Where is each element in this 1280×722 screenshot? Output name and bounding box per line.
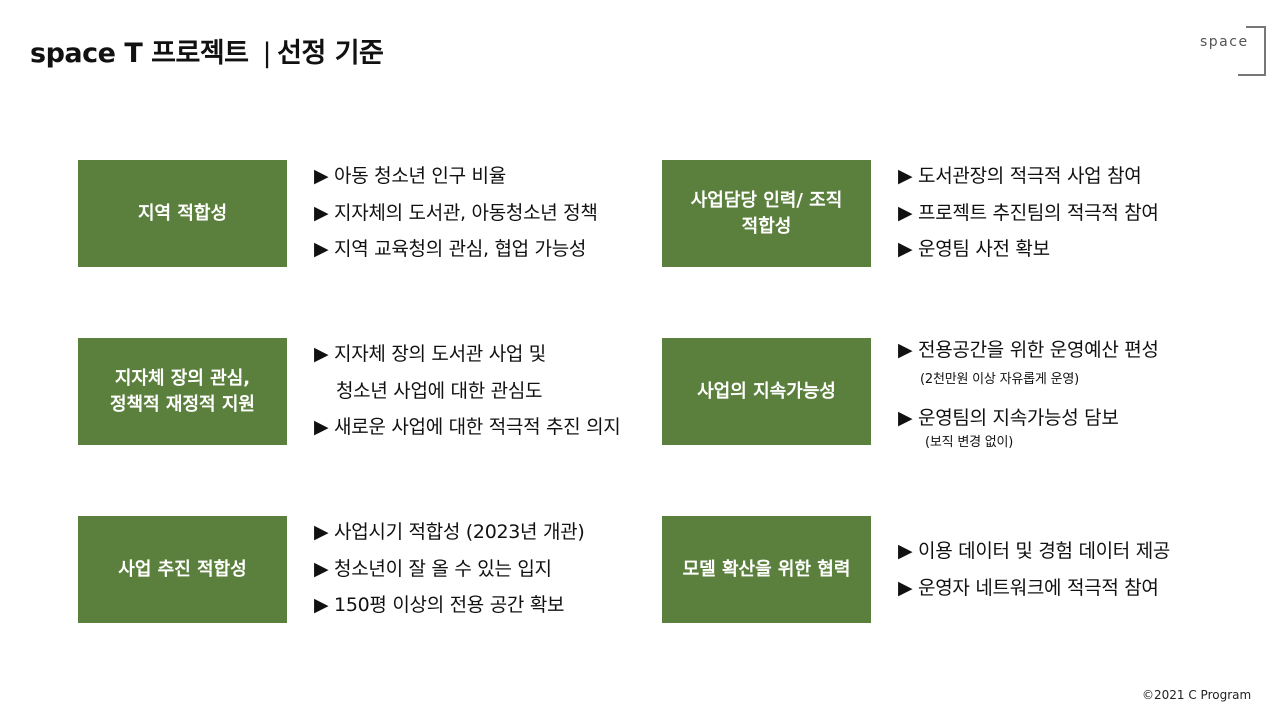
list-item: ▶ 150평 이상의 전용 공간 확보 bbox=[314, 594, 565, 616]
list-item: ▶ 운영팀의 지속가능성 담보 bbox=[898, 407, 1119, 429]
criterion-box-local-support: 지자체 장의 관심, 정책적 재정적 지원 bbox=[78, 338, 287, 445]
logo-text: space bbox=[1200, 34, 1249, 50]
criterion-label: 사업 추진 적합성 bbox=[118, 558, 247, 580]
criterion-label: 사업담당 인력/ 조직 적합성 bbox=[690, 189, 843, 237]
title-sub: 선정 기준 bbox=[277, 38, 384, 69]
list-item: ▶ 전용공간을 위한 운영예산 편성 bbox=[898, 339, 1159, 361]
criterion-label: 지자체 장의 관심, 정책적 재정적 지원 bbox=[109, 367, 255, 415]
list-item: ▶ 지역 교육청의 관심, 협업 가능성 bbox=[314, 238, 587, 260]
list-item: ▶ 지자체의 도서관, 아동청소년 정책 bbox=[314, 202, 598, 224]
criterion-label: 모델 확산을 위한 협력 bbox=[682, 558, 851, 580]
criterion-label: 지역 적합성 bbox=[137, 202, 228, 224]
list-item: ▶ 프로젝트 추진팀의 적극적 참여 bbox=[898, 202, 1159, 224]
list-item: ▶ 청소년이 잘 올 수 있는 입지 bbox=[314, 558, 552, 580]
title-main: space T 프로젝트 bbox=[30, 38, 249, 69]
list-item: ▶ 이용 데이터 및 경험 데이터 제공 bbox=[898, 540, 1171, 562]
logo-bracket-right bbox=[1264, 26, 1266, 76]
space-logo: space bbox=[1198, 26, 1268, 78]
criterion-box-model-spread: 모델 확산을 위한 협력 bbox=[662, 516, 871, 623]
list-item: ▶ 사업시기 적합성 (2023년 개관) bbox=[314, 521, 585, 543]
criterion-box-sustainability: 사업의 지속가능성 bbox=[662, 338, 871, 445]
list-item-note: (2천만원 이상 자유롭게 운영) bbox=[920, 372, 1079, 387]
logo-bracket-top bbox=[1246, 26, 1266, 28]
list-item: ▶ 도서관장의 적극적 사업 참여 bbox=[898, 165, 1142, 187]
criterion-box-timing-fit: 사업 추진 적합성 bbox=[78, 516, 287, 623]
list-item: ▶ 운영팀 사전 확보 bbox=[898, 238, 1050, 260]
criterion-box-regional-fit: 지역 적합성 bbox=[78, 160, 287, 267]
list-item-continuation: 청소년 사업에 대한 관심도 bbox=[336, 380, 543, 402]
list-item: ▶ 아동 청소년 인구 비율 bbox=[314, 165, 506, 187]
logo-bracket-bottom bbox=[1238, 74, 1266, 76]
copyright-footer: ©2021 C Program bbox=[1142, 688, 1252, 702]
criterion-box-staff-fit: 사업담당 인력/ 조직 적합성 bbox=[662, 160, 871, 267]
page-title: space T 프로젝트 |선정 기준 bbox=[30, 31, 384, 70]
list-item: ▶ 지자체 장의 도서관 사업 및 bbox=[314, 343, 546, 365]
title-separator: | bbox=[262, 38, 272, 69]
list-item: ▶ 운영자 네트워크에 적극적 참여 bbox=[898, 577, 1159, 599]
criterion-label: 사업의 지속가능성 bbox=[697, 380, 836, 402]
list-item-note: (보직 변경 없이) bbox=[925, 435, 1014, 450]
list-item: ▶ 새로운 사업에 대한 적극적 추진 의지 bbox=[314, 416, 621, 438]
